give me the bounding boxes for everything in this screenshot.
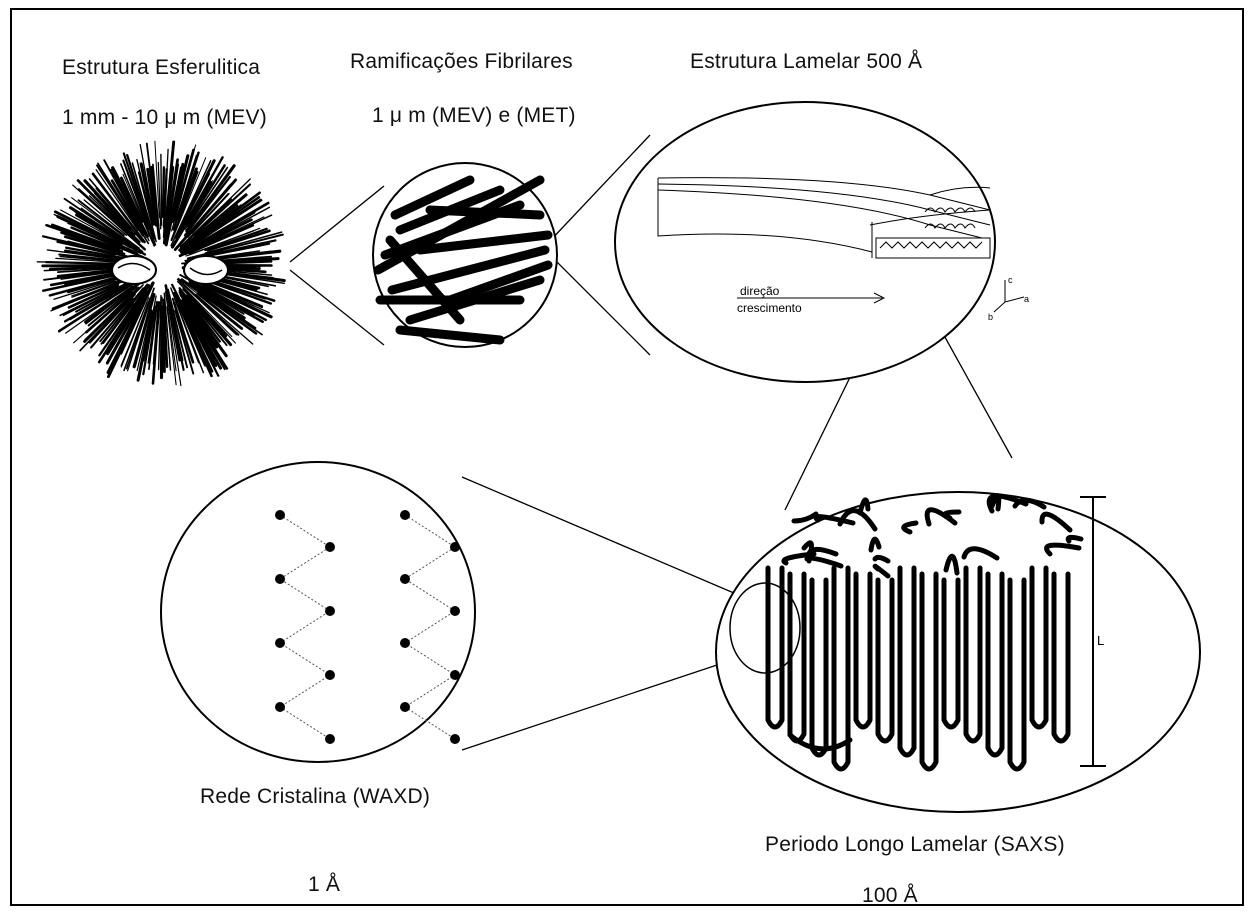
crystal-scale: 1 Å bbox=[308, 873, 340, 897]
long-period-title: Periodo Longo Lamelar (SAXS) bbox=[765, 833, 1065, 857]
spherulite-image bbox=[37, 137, 287, 387]
lamellar-structure-image: direção crescimento c a b bbox=[615, 102, 1029, 382]
atom bbox=[400, 638, 410, 648]
axis-a-label: a bbox=[1024, 294, 1029, 304]
lamellar-long-period-image: L bbox=[716, 492, 1200, 812]
fibril-branching-image bbox=[373, 163, 557, 347]
atom bbox=[275, 702, 285, 712]
growth-direction-label-1: direção bbox=[740, 284, 780, 298]
atom bbox=[275, 638, 285, 648]
atom bbox=[400, 702, 410, 712]
amorphous-loop bbox=[794, 514, 816, 521]
atom bbox=[450, 670, 460, 680]
atom bbox=[275, 510, 285, 520]
atom bbox=[400, 510, 410, 520]
crystal-title: Rede Cristalina (WAXD) bbox=[200, 785, 430, 809]
atom bbox=[450, 606, 460, 616]
atom bbox=[450, 734, 460, 744]
crystal-lattice-image bbox=[161, 462, 475, 762]
atom bbox=[325, 734, 335, 744]
fibrils-scale: 1 μ m (MEV) e (MET) bbox=[372, 104, 576, 128]
atom bbox=[325, 670, 335, 680]
axis-c-label: c bbox=[1008, 275, 1013, 285]
long-period-L-label: L bbox=[1097, 633, 1104, 648]
growth-direction-label-2: crescimento bbox=[737, 301, 802, 315]
spherulite-title: Estrutura Esferulitica bbox=[62, 56, 260, 80]
fibrils-title: Ramificações Fibrilares bbox=[350, 50, 573, 74]
atom bbox=[325, 606, 335, 616]
spherulite-scale: 1 mm - 10 μ m (MEV) bbox=[62, 106, 267, 130]
atom bbox=[325, 542, 335, 552]
atom bbox=[400, 574, 410, 584]
lamellar-title: Estrutura Lamelar 500 Å bbox=[690, 50, 922, 74]
fibril-strand bbox=[430, 210, 540, 215]
atom bbox=[275, 574, 285, 584]
long-period-scale: 100 Å bbox=[862, 884, 918, 908]
atom bbox=[450, 542, 460, 552]
spherulite-ray bbox=[161, 155, 162, 226]
amorphous-loop bbox=[875, 557, 888, 561]
axis-b-label: b bbox=[988, 312, 993, 322]
